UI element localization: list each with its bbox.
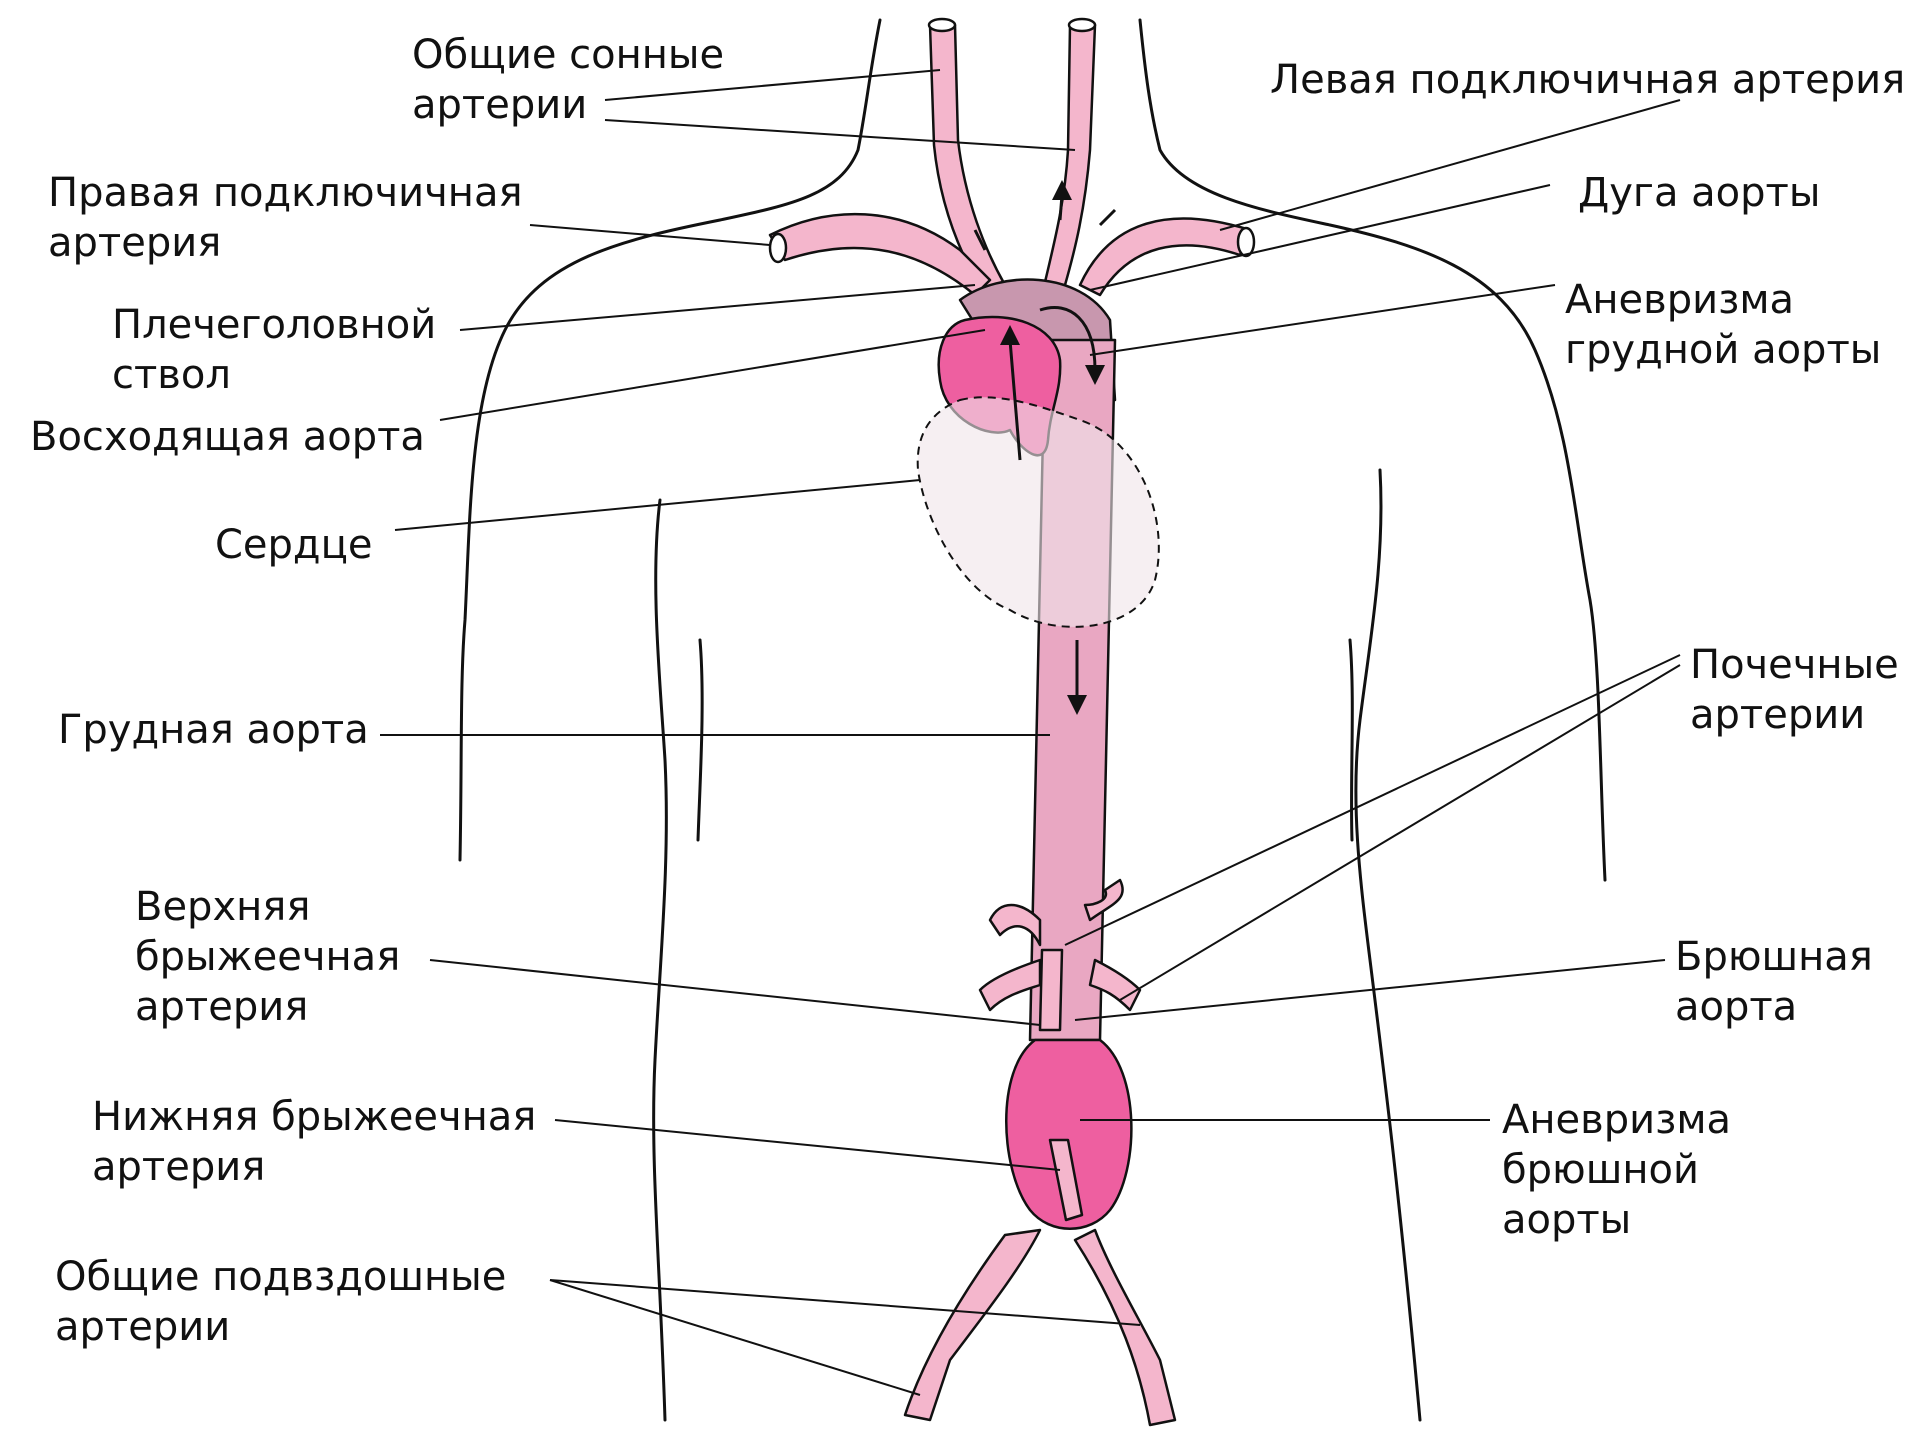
leader-abdominal-aorta — [1074, 959, 1666, 1021]
sma-stub — [1038, 948, 1064, 1032]
label-left-subclavian: Левая подключичная артерия — [1270, 55, 1905, 105]
label-thoracic-aorta-line1: Грудная аорта — [58, 707, 369, 753]
left-arm-inner — [696, 638, 704, 842]
label-renal-arteries-line2: артерии — [1690, 692, 1866, 738]
label-common-carotid: Общие сонные артерии — [412, 30, 724, 130]
label-aortic-arch: Дуга аорты — [1578, 168, 1820, 218]
label-common-iliac-line2: артерии — [55, 1304, 231, 1350]
right-common-iliac — [903, 1228, 1042, 1422]
label-thoracic-aneurysm: Аневризма грудной аорты — [1565, 275, 1881, 375]
label-common-carotid-line1: Общие сонные — [412, 32, 725, 78]
label-ascending-aorta-line1: Восходящая аорта — [30, 414, 425, 460]
arrowhead-ascending — [1000, 325, 1020, 345]
leader-common-carotid-1 — [604, 69, 941, 101]
label-brachiocephalic: Плечеголовной ствол — [112, 300, 436, 400]
leader-brachiocephalic — [459, 284, 976, 331]
left-common-iliac — [1073, 1228, 1177, 1427]
label-abdominal-aorta-line2: аорта — [1675, 984, 1798, 1030]
label-left-subclavian-line1: Левая подключичная артерия — [1270, 57, 1906, 103]
label-abdominal-aneurysm-line3: аорты — [1502, 1197, 1632, 1243]
leader-left-subclavian — [1219, 99, 1681, 231]
arrowhead-carotid — [1052, 180, 1072, 200]
heart-outline — [916, 396, 1160, 628]
label-brachiocephalic-line1: Плечеголовной — [112, 302, 437, 348]
leader-sma — [429, 959, 1041, 1026]
leader-common-iliac-2 — [549, 1279, 1141, 1326]
label-ascending-aorta: Восходящая аорта — [30, 412, 425, 462]
label-thoracic-aneurysm-line2: грудной аорты — [1565, 327, 1882, 373]
aorta-vessels — [768, 17, 1256, 1427]
leader-renal-2 — [1119, 664, 1681, 1001]
label-aortic-arch-line1: Дуга аорты — [1578, 170, 1821, 216]
neck-right-line — [1138, 18, 1607, 882]
arrowhead-arch — [1085, 365, 1105, 385]
arrowhead-descending — [1067, 695, 1087, 715]
leader-common-iliac-1 — [549, 1279, 921, 1396]
label-common-iliac-line1: Общие подвздошные — [55, 1254, 507, 1300]
label-thoracic-aneurysm-line1: Аневризма — [1565, 277, 1795, 323]
inferior-mesenteric-stub — [1048, 1138, 1084, 1222]
right-subclavian-opening — [768, 232, 788, 264]
label-heart: Сердце — [215, 520, 372, 570]
leader-inferior-mesenteric — [554, 1119, 1061, 1171]
leader-heart — [394, 479, 921, 531]
right-carotid-opening — [927, 17, 957, 33]
label-right-subclavian: Правая подключичная артерия — [48, 168, 523, 268]
label-heart-line1: Сердце — [215, 522, 373, 568]
arrow-ascending — [1008, 339, 1022, 461]
left-subclavian-opening — [1236, 226, 1256, 258]
leader-common-carotid-2 — [604, 119, 1076, 151]
left-subclavian-vessel — [1078, 217, 1252, 297]
leader-renal-1 — [1064, 654, 1681, 946]
label-superior-mesenteric: Верхняя брыжеечная артерия — [135, 882, 400, 1032]
right-torso-line — [1354, 468, 1422, 1422]
leader-right-subclavian — [529, 224, 771, 246]
label-thoracic-aorta: Грудная аорта — [58, 705, 369, 755]
celiac-branch-right — [1083, 878, 1124, 922]
neck-left-line — [458, 18, 882, 862]
label-abdominal-aorta-line1: Брюшная — [1675, 934, 1873, 980]
blood-flow-arrowheads — [1000, 180, 1105, 715]
left-common-carotid — [1043, 23, 1097, 287]
left-carotid-opening — [1067, 17, 1097, 33]
label-abdominal-aneurysm-line2: брюшной — [1502, 1147, 1699, 1193]
label-brachiocephalic-line2: ствол — [112, 352, 231, 398]
right-renal-vessel — [978, 958, 1042, 1012]
abdominal-aneurysm — [1005, 1038, 1133, 1230]
body-outline — [458, 18, 1607, 1422]
arrow-subclavian-left — [1098, 208, 1117, 227]
label-abdominal-aneurysm-line1: Аневризма — [1502, 1097, 1732, 1143]
superior-mesenteric-vessel — [988, 903, 1042, 947]
right-arm-inner — [1348, 638, 1354, 842]
label-right-subclavian-line1: Правая подключичная — [48, 170, 523, 216]
label-superior-mesenteric-line3: артерия — [135, 984, 309, 1030]
leader-ascending-aorta — [439, 329, 986, 421]
arrow-subclavian-right — [973, 229, 987, 251]
label-common-carotid-line2: артерии — [412, 82, 588, 128]
label-inferior-mesenteric-line1: Нижняя брыжеечная — [92, 1094, 537, 1140]
label-superior-mesenteric-line2: брыжеечная — [135, 934, 401, 980]
leader-lines — [380, 69, 1681, 1396]
label-inferior-mesenteric-line2: артерия — [92, 1144, 266, 1190]
left-torso-line — [652, 498, 668, 1422]
label-common-iliac: Общие подвздошные артерии — [55, 1252, 506, 1352]
leader-thoracic-aneurysm — [1089, 284, 1556, 356]
label-right-subclavian-line2: артерия — [48, 220, 222, 266]
label-superior-mesenteric-line1: Верхняя — [135, 884, 311, 930]
label-inferior-mesenteric: Нижняя брыжеечная артерия — [92, 1092, 536, 1192]
label-renal-arteries-line1: Почечные — [1690, 642, 1899, 688]
left-renal-vessel — [1088, 958, 1142, 1012]
label-abdominal-aorta: Брюшная аорта — [1675, 932, 1873, 1032]
leader-aortic-arch — [1089, 184, 1551, 291]
label-abdominal-aneurysm: Аневризма брюшной аорты — [1502, 1095, 1731, 1245]
label-renal-arteries: Почечные артерии — [1690, 640, 1899, 740]
